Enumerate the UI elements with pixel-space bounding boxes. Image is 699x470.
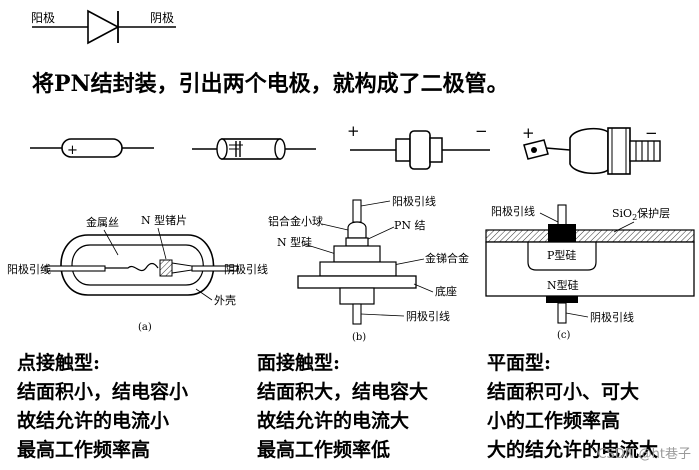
a-cathode-lead-label: 阴极引线 <box>224 262 268 276</box>
column-line: 故结允许的电流大 <box>257 410 410 432</box>
column-line: 大的结允许的电流大 <box>487 439 659 461</box>
symbol-cathode-label: 阴极 <box>150 11 174 25</box>
column-line: 结面积小，结电容小 <box>17 381 189 403</box>
column-title: 点接触型: <box>17 352 101 374</box>
column-line: 结面积可小、可大 <box>487 381 640 403</box>
c-n-silicon-label: N型硅 <box>547 278 579 292</box>
stud-small-minus-sign: − <box>475 122 488 140</box>
c-sio2-sub: 2 <box>632 213 637 222</box>
b-n-silicon-label: N 型硅 <box>277 235 312 249</box>
column-line: 小的工作频率高 <box>487 410 621 432</box>
b-anode-lead-label: 阳极引线 <box>392 194 436 208</box>
stud-large-plus-sign: + <box>522 124 535 142</box>
a-anode-lead-label: 阳极引线 <box>7 262 51 276</box>
symbol-anode-label: 阳极 <box>31 11 55 25</box>
package-cylinder <box>192 138 316 160</box>
column-surface-contact: 面接触型: 结面积大，结电容大 故结允许的电流大 最高工作频率低 <box>257 349 428 465</box>
c-caption: (c) <box>557 330 571 341</box>
watermark: CSDN @ht巷子 <box>597 447 691 462</box>
column-line: 最高工作频率高 <box>17 439 151 461</box>
glass-plus-sign: + <box>67 143 78 158</box>
diagram-point-contact: 金属丝 N 型锗片 阳极引线 阴极引线 外壳 (a) <box>7 213 268 333</box>
b-pn-junction-label: PN 结 <box>394 219 426 232</box>
package-stud-small: + − <box>347 122 490 170</box>
headline: 将PN结封装，引出两个电极，就构成了二极管。 <box>32 71 509 97</box>
package-glass: + <box>30 138 154 158</box>
column-planar: 平面型: 结面积可小、可大 小的工作频率高 大的结允许的电流大 <box>487 349 658 465</box>
c-sio2-label: SiO2保护层 <box>612 206 670 222</box>
b-base-label: 底座 <box>435 284 457 298</box>
diode-triangle <box>87 9 120 45</box>
c-anode-lead-label: 阳极引线 <box>491 204 535 218</box>
b-gold-antimony-label: 金锑合金 <box>425 251 469 265</box>
a-shell-label: 外壳 <box>214 293 236 307</box>
column-line: 最高工作频率低 <box>257 439 391 461</box>
c-sio2-suffix: 保护层 <box>637 206 670 220</box>
column-line: 故结允许的电流小 <box>17 410 170 432</box>
b-alloy-ball-label: 铝合金小球 <box>268 214 323 228</box>
column-title: 平面型: <box>487 352 552 374</box>
stud-large-minus-sign: − <box>645 124 658 142</box>
diode-symbol: 阳极 阴极 <box>31 9 176 45</box>
package-stud-large: + − <box>522 124 661 175</box>
c-sio2-prefix: SiO <box>612 207 632 220</box>
diagram-surface-contact: 阳极引线 铝合金小球 PN 结 N 型硅 金锑合金 底座 阴极引线 (b) <box>268 194 469 343</box>
c-cathode-lead-label: 阴极引线 <box>590 310 634 324</box>
a-gold-wire-label: 金属丝 <box>86 215 119 229</box>
c-p-silicon-label: P型硅 <box>547 248 576 262</box>
column-line: 结面积大，结电容大 <box>257 381 429 403</box>
stud-small-plus-sign: + <box>347 122 360 140</box>
column-title: 面接触型: <box>257 352 341 374</box>
a-n-germanium-label: N 型锗片 <box>141 213 187 227</box>
b-caption: (b) <box>352 332 366 343</box>
diagram-planar: 阳极引线 SiO2保护层 P型硅 N型硅 阴极引线 (c) <box>485 204 695 341</box>
column-point-contact: 点接触型: 结面积小，结电容小 故结允许的电流小 最高工作频率高 <box>17 349 188 465</box>
a-caption: (a) <box>138 322 152 333</box>
b-cathode-lead-label: 阴极引线 <box>406 309 450 323</box>
